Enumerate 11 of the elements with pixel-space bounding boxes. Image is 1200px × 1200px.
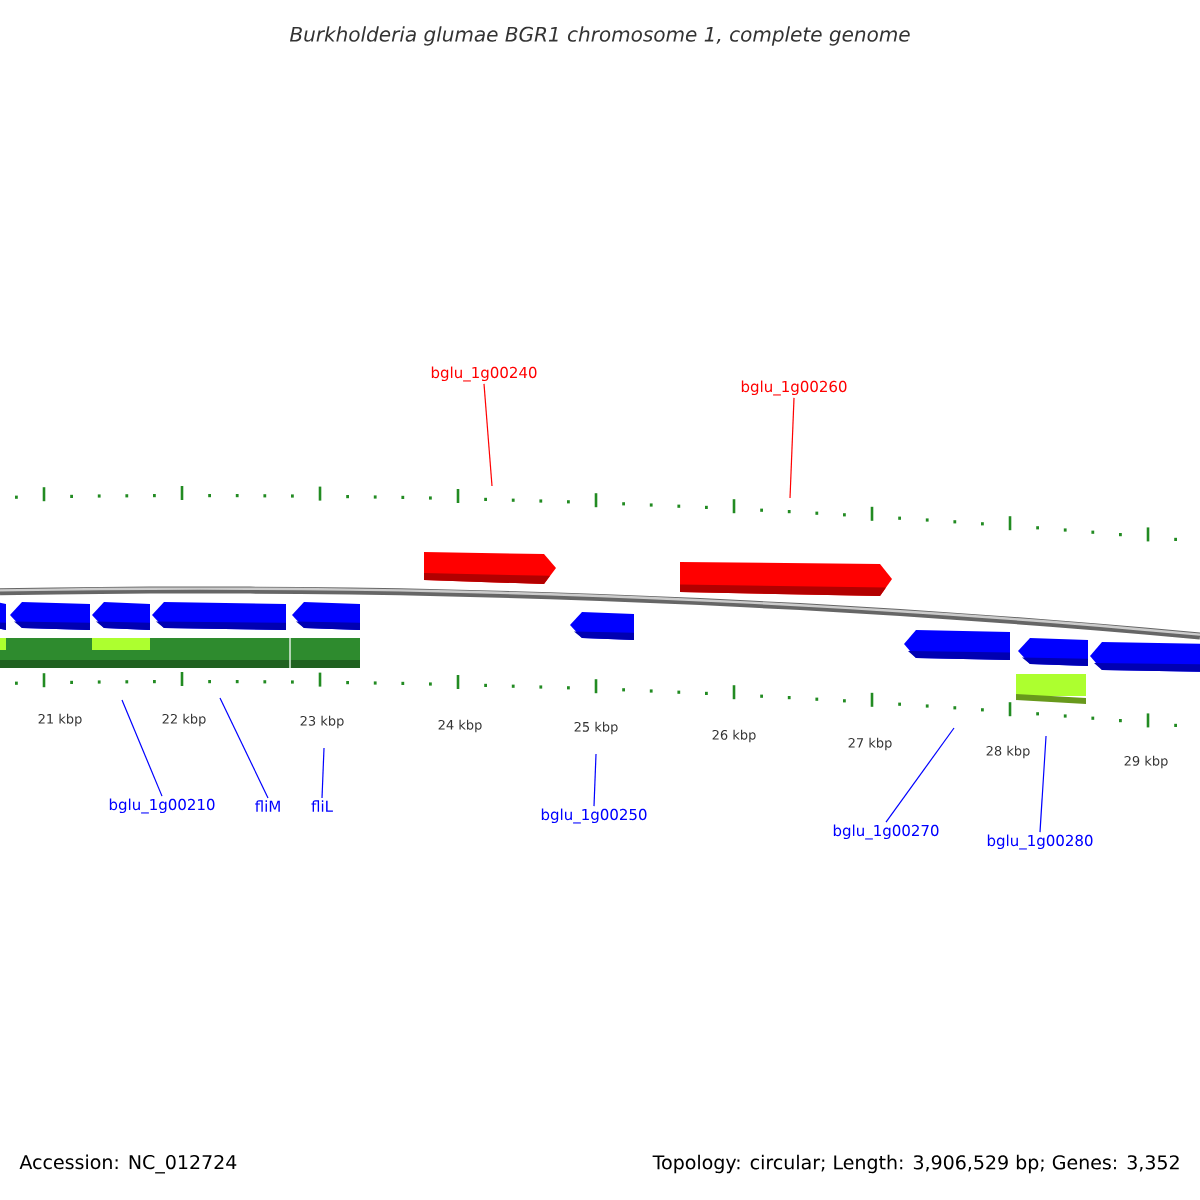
genome-stats-label: Topology: circular; Length: 3,906,529 bp; Genes: 3,352 [652, 1154, 1179, 1174]
leader-line [593, 753, 597, 807]
leader-line [219, 697, 269, 799]
leader-line [321, 747, 325, 799]
accession-label: Accession: NC_012724 [19, 1154, 237, 1174]
leader-line [483, 383, 493, 487]
leader-line [121, 699, 163, 797]
leader-line [885, 727, 955, 823]
leader-line [789, 397, 795, 499]
title: Burkholderia glumae BGR1 chromosome 1, complete genome [289, 26, 910, 46]
leader-line [1039, 735, 1047, 833]
